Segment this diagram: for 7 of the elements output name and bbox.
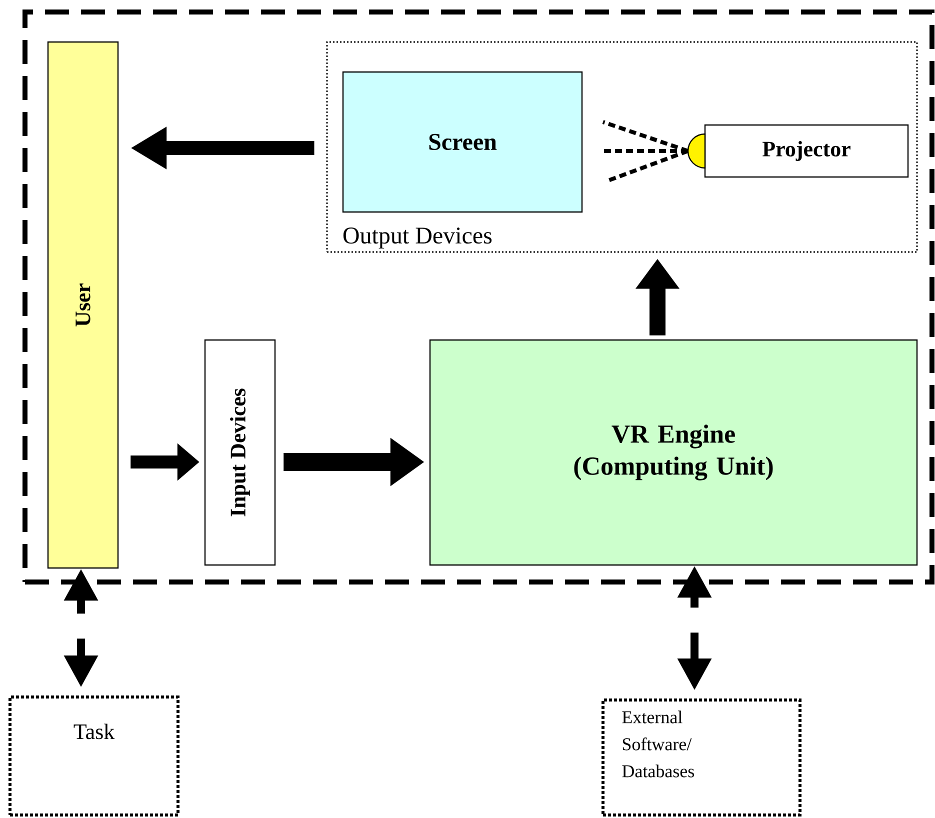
- input-box: Input Devices: [204, 339, 276, 566]
- projector-box: Projector: [704, 124, 909, 178]
- external-box: External Software/ Databases: [602, 698, 802, 816]
- screen-box: Screen: [342, 71, 583, 213]
- engine-box: VR Engine (Computing Unit): [429, 339, 918, 566]
- user-bar: User: [47, 41, 119, 569]
- task-box: Task: [8, 695, 180, 816]
